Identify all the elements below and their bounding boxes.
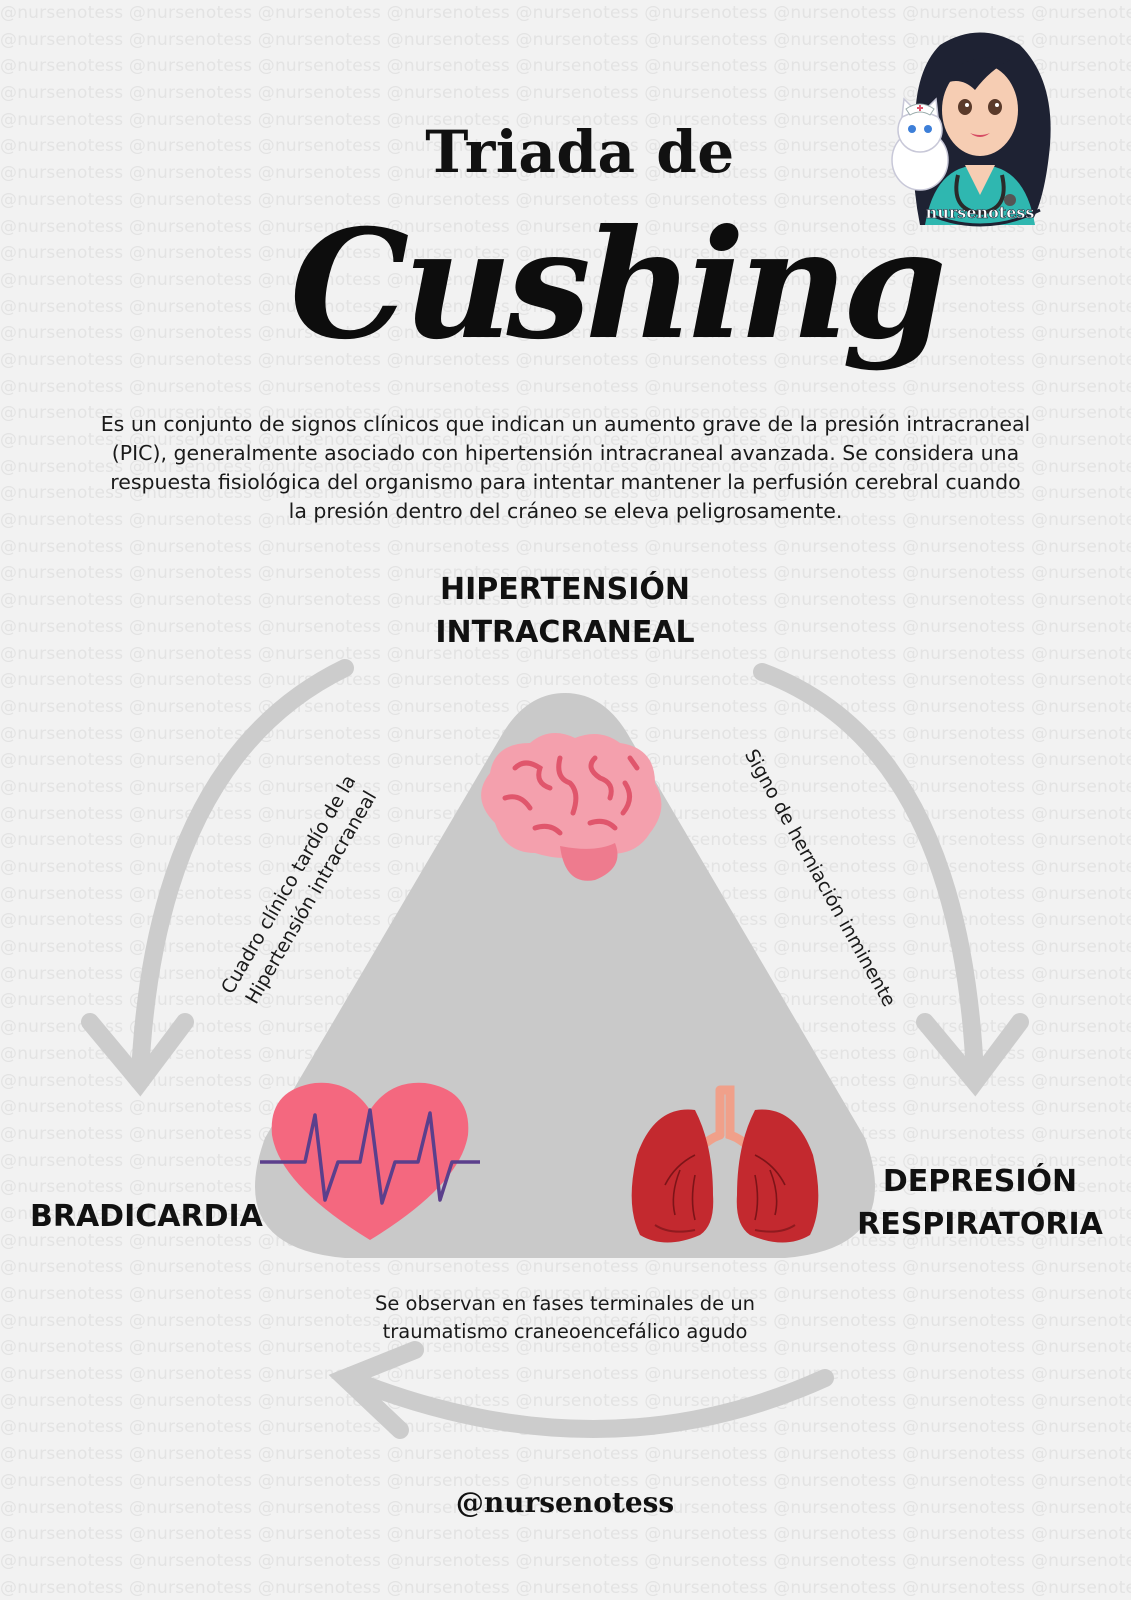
- watermark-row: @nursenotess @nursenotess @nursenotess @…: [0, 349, 1131, 370]
- node-depresion-line2: RESPIRATORIA: [857, 1207, 1103, 1242]
- watermark-row: @nursenotess @nursenotess @nursenotess @…: [0, 403, 1131, 424]
- watermark-row: @nursenotess @nursenotess @nursenotess @…: [0, 643, 1131, 664]
- watermark-row: @nursenotess @nursenotess @nursenotess @…: [0, 1470, 1131, 1491]
- watermark-row: @nursenotess @nursenotess @nursenotess @…: [0, 136, 1131, 157]
- title-line-1: Triada de: [425, 118, 735, 186]
- watermark-row: @nursenotess @nursenotess @nursenotess @…: [0, 563, 1131, 584]
- node-hipertension-line1: HIPERTENSIÓN: [440, 572, 690, 607]
- watermark-row: @nursenotess @nursenotess @nursenotess @…: [0, 590, 1131, 611]
- intro-paragraph: Es un conjunto de signos clínicos que in…: [100, 410, 1031, 526]
- arrow-label-bottom-line1: Se observan en fases terminales de un: [374, 1292, 756, 1315]
- watermark-row: @nursenotess @nursenotess @nursenotess @…: [0, 483, 1131, 504]
- watermark-row: @nursenotess @nursenotess @nursenotess @…: [0, 1577, 1131, 1598]
- watermark-row: @nursenotess @nursenotess @nursenotess @…: [0, 1364, 1131, 1385]
- arrow-right: [753, 663, 984, 1084]
- watermark-row: @nursenotess @nursenotess @nursenotess @…: [0, 243, 1131, 264]
- watermark-row: @nursenotess @nursenotess @nursenotess @…: [0, 1310, 1131, 1331]
- watermark-row: @nursenotess @nursenotess @nursenotess @…: [0, 216, 1131, 237]
- watermark-row: @nursenotess @nursenotess @nursenotess @…: [0, 1257, 1131, 1278]
- node-depresion-respiratoria: DEPRESIÓN RESPIRATORIA: [855, 1160, 1105, 1246]
- watermark-row: @nursenotess @nursenotess @nursenotess @…: [0, 296, 1131, 317]
- watermark-row: @nursenotess @nursenotess @nursenotess @…: [0, 510, 1131, 531]
- intro-line: la presión dentro del cráneo se eleva pe…: [288, 499, 843, 523]
- watermark-row: @nursenotess @nursenotess @nursenotess @…: [0, 1444, 1131, 1465]
- watermark-row: @nursenotess @nursenotess @nursenotess @…: [0, 456, 1131, 477]
- watermark-row: @nursenotess @nursenotess @nursenotess @…: [0, 1337, 1131, 1358]
- watermark-row: @nursenotess @nursenotess @nursenotess @…: [0, 616, 1131, 637]
- watermark-row: @nursenotess @nursenotess @nursenotess @…: [0, 109, 1131, 130]
- arrow-label-bottom: Se observan en fases terminales de un tr…: [340, 1290, 790, 1346]
- node-depresion-line1: DEPRESIÓN: [882, 1164, 1078, 1199]
- watermark-row: @nursenotess @nursenotess @nursenotess @…: [0, 269, 1131, 290]
- intro-line: respuesta fisiológica del organismo para…: [110, 470, 1021, 494]
- watermark-row: @nursenotess @nursenotess @nursenotess @…: [0, 376, 1131, 397]
- watermark-row: @nursenotess @nursenotess @nursenotess @…: [0, 1524, 1131, 1545]
- watermark-row: @nursenotess @nursenotess @nursenotess @…: [0, 1497, 1131, 1518]
- avatar-caption: nursenotess: [926, 203, 1035, 222]
- watermark-row: @nursenotess @nursenotess @nursenotess @…: [0, 323, 1131, 344]
- watermark-row: @nursenotess @nursenotess @nursenotess @…: [0, 536, 1131, 557]
- title-line-2: Cushing: [290, 197, 947, 373]
- node-bradicardia: BRADICARDIA: [30, 1199, 263, 1234]
- watermark-row: @nursenotess @nursenotess @nursenotess @…: [0, 83, 1131, 104]
- watermark-row: @nursenotess @nursenotess @nursenotess @…: [0, 670, 1131, 691]
- watermark-row: @nursenotess @nursenotess @nursenotess @…: [0, 163, 1131, 184]
- watermark-row: @nursenotess @nursenotess @nursenotess @…: [0, 189, 1131, 210]
- watermark-row: @nursenotess @nursenotess @nursenotess @…: [0, 1390, 1131, 1411]
- lungs-icon: [631, 1085, 819, 1243]
- heart-ecg-icon: [260, 1082, 480, 1240]
- arrow-left: [131, 659, 354, 1084]
- node-hipertension-line2: INTRACRANEAL: [435, 615, 695, 650]
- watermark-row: @nursenotess @nursenotess @nursenotess @…: [0, 56, 1131, 77]
- node-hipertension: HIPERTENSIÓN INTRACRANEAL: [400, 568, 730, 654]
- footer-handle: @nursenotess: [455, 1486, 675, 1519]
- intro-line: Es un conjunto de signos clínicos que in…: [100, 412, 1031, 436]
- watermark-row: @nursenotess @nursenotess @nursenotess @…: [0, 29, 1131, 50]
- arrow-label-bottom-line2: traumatismo craneoencefálico agudo: [382, 1320, 748, 1343]
- watermark-row: @nursenotess @nursenotess @nursenotess @…: [0, 1284, 1131, 1304]
- watermark-row: @nursenotess @nursenotess @nursenotess @…: [0, 1550, 1131, 1571]
- intro-line: (PIC), generalmente asociado con hiperte…: [111, 441, 1020, 465]
- cat-icon: [891, 97, 949, 191]
- watermark-row: @nursenotess @nursenotess @nursenotess @…: [0, 430, 1131, 450]
- watermark-row: @nursenotess @nursenotess @nursenotess @…: [0, 3, 1131, 23]
- nurse-avatar-icon: nursenotess: [891, 32, 1051, 227]
- arrow-bottom: [339, 1369, 834, 1438]
- brain-icon: [481, 733, 662, 881]
